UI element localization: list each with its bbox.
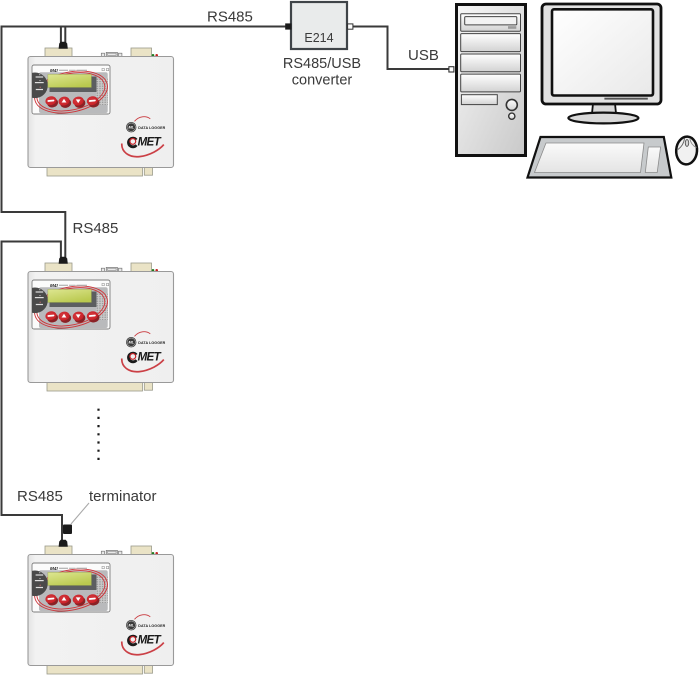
svg-text:RS485: RS485 bbox=[17, 488, 63, 505]
svg-text:converter: converter bbox=[292, 73, 353, 89]
svg-text:E214: E214 bbox=[304, 31, 333, 45]
svg-text:RS485: RS485 bbox=[207, 9, 253, 26]
svg-text:USB: USB bbox=[408, 47, 439, 64]
svg-text:terminator: terminator bbox=[89, 488, 157, 505]
svg-text:RS485/USB: RS485/USB bbox=[283, 56, 361, 72]
svg-text:RS485: RS485 bbox=[73, 220, 119, 237]
